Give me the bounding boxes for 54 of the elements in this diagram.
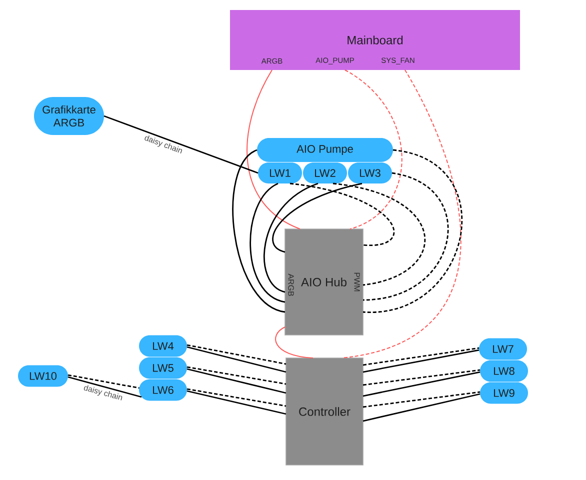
node-label: LW1	[270, 169, 290, 177]
port-label: ARGB	[288, 274, 294, 296]
pill-node: LW9	[480, 382, 528, 404]
cable-line	[362, 347, 480, 366]
cable-line	[186, 390, 286, 415]
node-label: LW6	[153, 386, 174, 394]
cable-line	[186, 346, 286, 373]
cable-line	[362, 172, 449, 301]
pill-node: LW2	[303, 162, 347, 184]
pill-node: LW1	[258, 162, 302, 184]
cable-line	[264, 182, 318, 293]
cable-line	[272, 182, 362, 253]
edge-label: daisy chain	[82, 383, 125, 404]
node-label: LW4	[153, 342, 174, 350]
cable-line	[362, 391, 480, 408]
cable-line	[250, 182, 286, 303]
port-label: PWM	[354, 272, 360, 292]
node-label: LW7	[493, 345, 514, 353]
cable-line	[344, 70, 402, 230]
cable-line	[275, 326, 314, 358]
cable-line	[362, 369, 480, 386]
cable-line	[186, 344, 286, 365]
edge-label: daisy chain	[142, 133, 185, 157]
cable-line	[362, 349, 480, 373]
cable-line	[362, 393, 480, 422]
cable-line	[232, 149, 286, 313]
cable-line	[332, 182, 426, 286]
cable-line	[290, 182, 394, 246]
device-box: Controller	[286, 358, 364, 466]
pill-node: LW10	[18, 365, 68, 387]
node-label: LW3	[360, 169, 380, 177]
node-label: LW9	[494, 389, 514, 397]
cable-line	[362, 371, 480, 397]
cable-line	[246, 70, 300, 230]
pill-node: LW5	[139, 357, 187, 379]
cable-line	[186, 368, 286, 394]
cable-line	[104, 115, 258, 174]
pill-node: LW3	[348, 162, 392, 184]
cable-line	[186, 388, 286, 407]
node-label: LW2	[315, 169, 336, 177]
pill-node: LW4	[139, 335, 187, 357]
cable-line	[342, 70, 462, 358]
pill-node: Grafikkarte ARGB	[34, 97, 104, 135]
node-label: LW5	[153, 364, 174, 372]
pill-node: LW8	[480, 360, 528, 382]
node-label: LW8	[494, 367, 514, 375]
cable-line	[68, 374, 140, 389]
pill-node: LW6	[139, 379, 187, 401]
pill-node: AIO Pumpe	[257, 138, 393, 162]
node-label: AIO Pumpe	[296, 145, 353, 155]
cable-line	[362, 149, 463, 313]
pill-node: LW7	[479, 338, 527, 360]
cable-line	[186, 366, 286, 385]
cable-line	[68, 376, 142, 398]
